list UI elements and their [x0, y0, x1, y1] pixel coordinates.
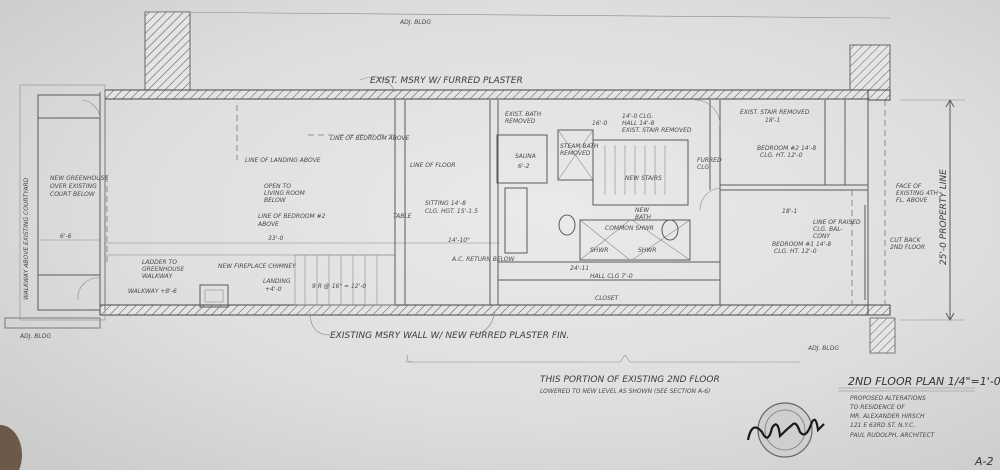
steam-label-2: REMOVED — [560, 150, 591, 157]
cut-back-label-1: CUT BACK — [890, 237, 922, 244]
ladder-label-3: WALKWAY — [142, 273, 174, 280]
exist-wall-top-label: EXIST. MSRY W/ FURRED PLASTER — [370, 76, 523, 86]
walkway-vertical-label: WALKWAY ABOVE EXISTING COURTYARD — [23, 177, 30, 300]
bath-stair-core — [496, 99, 721, 305]
ac-return-label: A.C. RETURN BELOW — [451, 256, 515, 263]
face-existing-label-1: FACE OF — [896, 183, 922, 190]
greenhouse-walkway — [19, 84, 106, 321]
property-line-dimension — [900, 98, 965, 322]
hall-label-1: 14'-0 CLG. — [622, 113, 653, 120]
common-shower-label: COMMON SHWR — [605, 225, 654, 232]
raised-clg-label-1: LINE OF RAISED — [813, 219, 861, 226]
new-stairs-label: NEW STAIRS — [625, 175, 662, 182]
project-line-3: MR. ALEXANDER HIRSCH — [850, 413, 925, 420]
landing-label-2: +4'-0 — [265, 286, 282, 293]
architect-signature — [746, 418, 825, 441]
lowered-label-2: LOWERED TO NEW LEVEL AS SHOWN (SEE SECTI… — [540, 388, 710, 395]
steam-label-1: STEAM BATH — [560, 143, 599, 150]
sitting-label-1: SITTING 14'-8 — [425, 200, 466, 207]
hall-clg-label: HALL CLG 7'-0 — [590, 273, 633, 280]
bedrooms — [720, 100, 868, 305]
greenhouse-dimension: 6'-6 — [60, 233, 72, 240]
sauna-label-2: 6'-2 — [518, 163, 530, 170]
line-bedroom2-label-1: LINE OF BEDROOM #2 — [258, 213, 326, 220]
exist-wall-bottom-label: EXISTING MSRY WALL W/ NEW FURRED PLASTER… — [330, 331, 569, 341]
project-line-1: PROPOSED ALTERATIONS — [850, 395, 926, 402]
sitting-label-2: CLG. HGT. 15'-1.5 — [425, 208, 478, 215]
risers-label: 9 R @ 16" = 12'-0 — [312, 283, 366, 290]
title-block: 2ND FLOOR PLAN 1/4"=1'-0" PROPOSED ALTER… — [838, 375, 1000, 468]
closet-label: CLOSET — [595, 295, 620, 302]
bedroom2-label-1: BEDROOM #2 14'-8 — [757, 145, 816, 152]
bedroom2-label-2: CLG. HT. 12'-0 — [760, 152, 803, 159]
furred-label-2: CLG. — [697, 164, 711, 171]
hall-label-3: EXIST. STAIR REMOVED — [622, 127, 692, 134]
ladder-label-2: GREENHOUSE — [142, 266, 184, 273]
face-existing-label-3: FL. ABOVE — [896, 197, 928, 204]
furred-label-1: FURRED — [697, 157, 722, 164]
adjacent-building-walls — [4, 11, 896, 354]
raised-clg-label-2: CLG. BAL- — [813, 226, 842, 233]
line-floor-label: LINE OF FLOOR — [410, 162, 456, 169]
greenhouse-label-2: OVER EXISTING — [50, 183, 97, 190]
exist-bath-label-1: EXIST. BATH — [505, 111, 542, 118]
adj-bldg-left-label: ADJ. BLDG — [19, 333, 51, 340]
raised-clg-label-3: CONY — [813, 233, 831, 240]
exist-stair-label-1: EXIST. STAIR REMOVED — [740, 109, 810, 116]
dimension-24: 24'-11 — [570, 265, 589, 272]
dimension-18: 18'-1 — [782, 208, 797, 215]
adj-bldg-right-label: ADJ. BLDG — [807, 345, 839, 352]
shower-label-1: SHWR — [590, 247, 608, 254]
open-living-label-3: BELOW — [264, 197, 287, 204]
line-bedroom-label: LINE OF BEDROOM ABOVE — [330, 135, 410, 142]
line-bedroom2-label-2: ABOVE — [257, 221, 279, 228]
dimension-33: 33'-0 — [268, 235, 283, 242]
table-edge-shadow — [0, 425, 22, 470]
line-landing-label: LINE OF LANDING ABOVE — [245, 157, 321, 164]
shower-label-2: SHWR — [638, 247, 656, 254]
open-living-label-2: LIVING ROOM — [264, 190, 306, 197]
sheet-number: A-2 — [974, 455, 994, 468]
walkway-label: WALKWAY +8'-6 — [128, 288, 177, 295]
chimney-label: NEW FIREPLACE CHIMNEY — [218, 263, 297, 270]
hall-label-2: HALL 14'-8 — [622, 120, 655, 127]
new-bath-label-2: BATH — [635, 214, 651, 221]
project-line-4: 121 E 63RD ST. N.Y.C. — [850, 422, 915, 429]
sauna-label-1: SAUNA — [515, 153, 536, 160]
landing-label-1: LANDING — [263, 278, 291, 285]
ladder-label-1: LADDER TO — [142, 259, 177, 266]
face-existing-label-2: EXISTING 4TH — [896, 190, 938, 197]
bedroom1-label-1: BEDROOM #1 14'-8 — [772, 241, 831, 248]
greenhouse-label-1: NEW GREENHOUSE — [50, 175, 108, 182]
annotation-leaders — [309, 76, 800, 363]
sitting-dimension: 14'-10" — [448, 237, 470, 244]
greenhouse-label-3: COURT BELOW — [50, 191, 96, 198]
new-bath-label-1: NEW — [635, 207, 650, 214]
table-label: TABLE — [393, 213, 412, 220]
open-living-label-1: OPEN TO — [264, 183, 291, 190]
exist-stair-label-2: 18'-1 — [765, 117, 780, 124]
lowered-label-1: THIS PORTION OF EXISTING 2ND FLOOR — [540, 375, 720, 385]
interior-partitions — [105, 100, 500, 308]
exist-bath-label-2: REMOVED — [505, 118, 536, 125]
property-line-label: 25'-0 PROPERTY LINE — [939, 169, 949, 265]
sheet-title: 2ND FLOOR PLAN 1/4"=1'-0" — [848, 375, 1000, 388]
adj-bldg-top-label: ADJ. BLDG — [399, 19, 431, 26]
cut-back-label-2: 2ND FLOOR — [890, 244, 925, 251]
dimension-16: 16'-0 — [592, 120, 607, 127]
bedroom1-label-2: CLG. HT. 12'-0 — [774, 248, 817, 255]
project-line-5: PAUL RUDOLPH, ARCHITECT — [850, 432, 936, 439]
project-line-2: TO RESIDENCE OF — [850, 404, 905, 411]
